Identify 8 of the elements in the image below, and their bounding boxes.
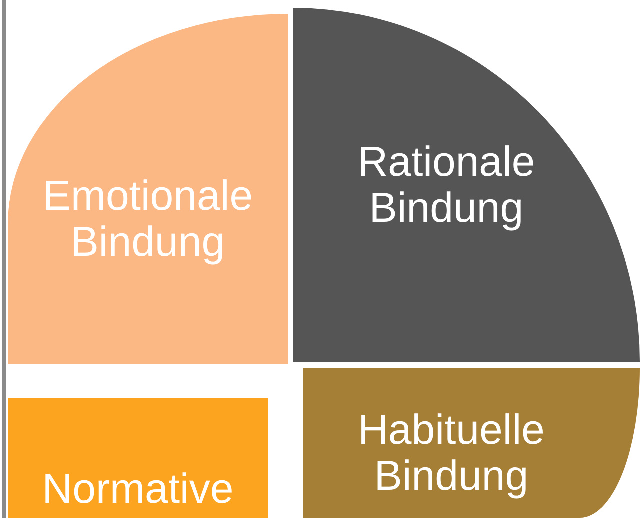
segment-block	[8, 398, 268, 518]
quadrant-segment	[8, 14, 288, 364]
quadrant-segment	[293, 8, 640, 362]
segment-label: Normative	[42, 466, 234, 512]
segment-label: Emotionale Bindung	[42, 172, 254, 266]
segment-label: Rationale Bindung	[356, 138, 536, 232]
quadrant-segment	[303, 368, 640, 518]
segment-label: Habituelle Bindung	[357, 406, 546, 500]
